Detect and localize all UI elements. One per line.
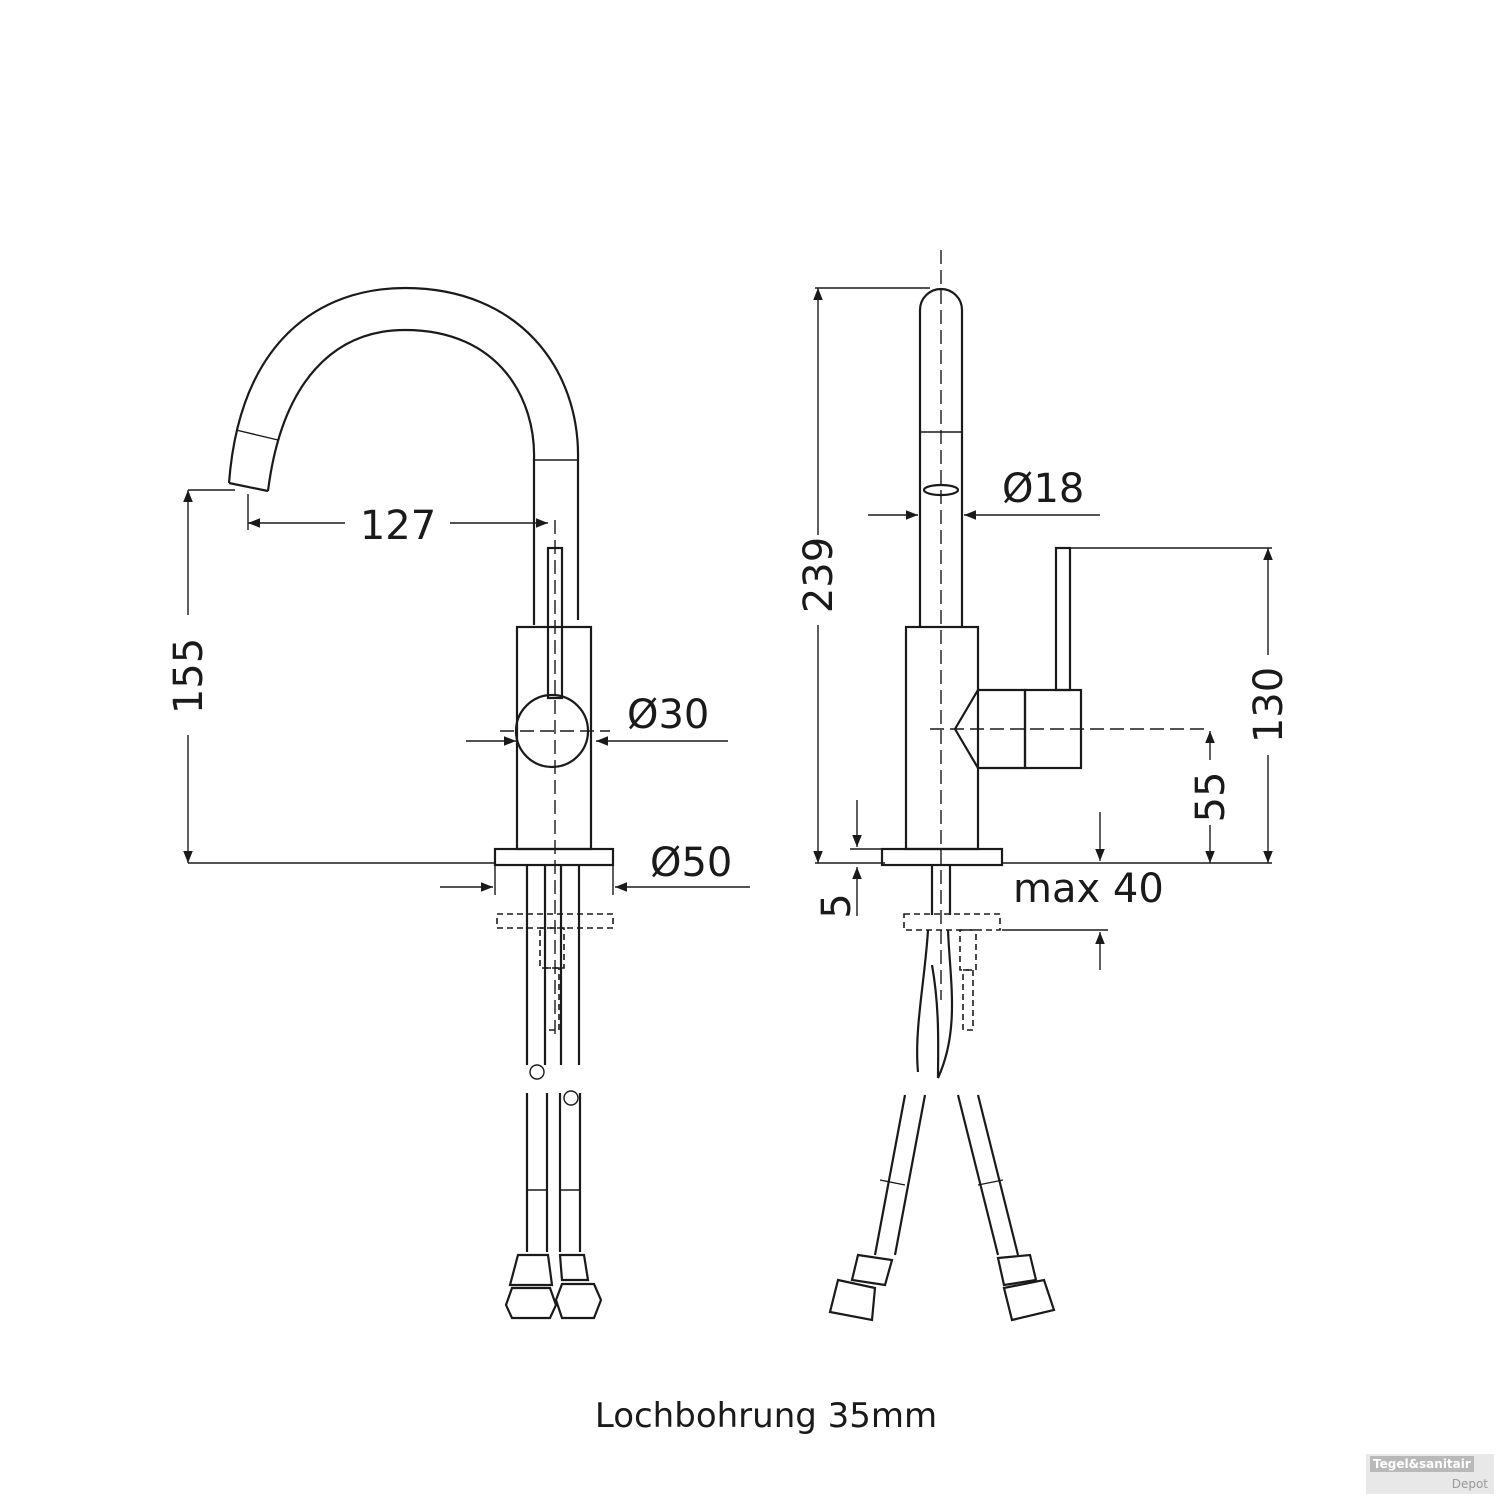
- watermark-logo: Tegel&sanitair Depot: [1366, 1454, 1494, 1494]
- spout-arc: [227, 286, 580, 620]
- side-view: 239 Ø18 130 55 5 max 40: [796, 250, 1292, 1322]
- dim-127: 127: [360, 503, 436, 549]
- dim-max-40: max 40: [1013, 866, 1164, 912]
- body: [515, 625, 593, 851]
- dim-155: 155: [166, 638, 212, 714]
- dim-d30: Ø30: [627, 692, 709, 738]
- dim-5: 5: [814, 893, 860, 918]
- dim-130: 130: [1246, 667, 1292, 743]
- front-view: 127 155 Ø30 Ø50: [166, 286, 750, 1320]
- mounting-washer: [496, 913, 614, 929]
- dim-55: 55: [1188, 772, 1234, 823]
- watermark-bottom: Depot: [1451, 1477, 1488, 1491]
- spout-tube: [918, 287, 964, 627]
- watermark-top: Tegel&sanitair: [1370, 1456, 1474, 1472]
- dim-d18: Ø18: [1002, 466, 1084, 512]
- side-body: [904, 625, 980, 851]
- caption: Lochbohrung 35mm: [595, 1396, 937, 1436]
- base-plate: [493, 847, 615, 867]
- dim-d50: Ø50: [650, 840, 732, 886]
- dim-239: 239: [796, 537, 842, 613]
